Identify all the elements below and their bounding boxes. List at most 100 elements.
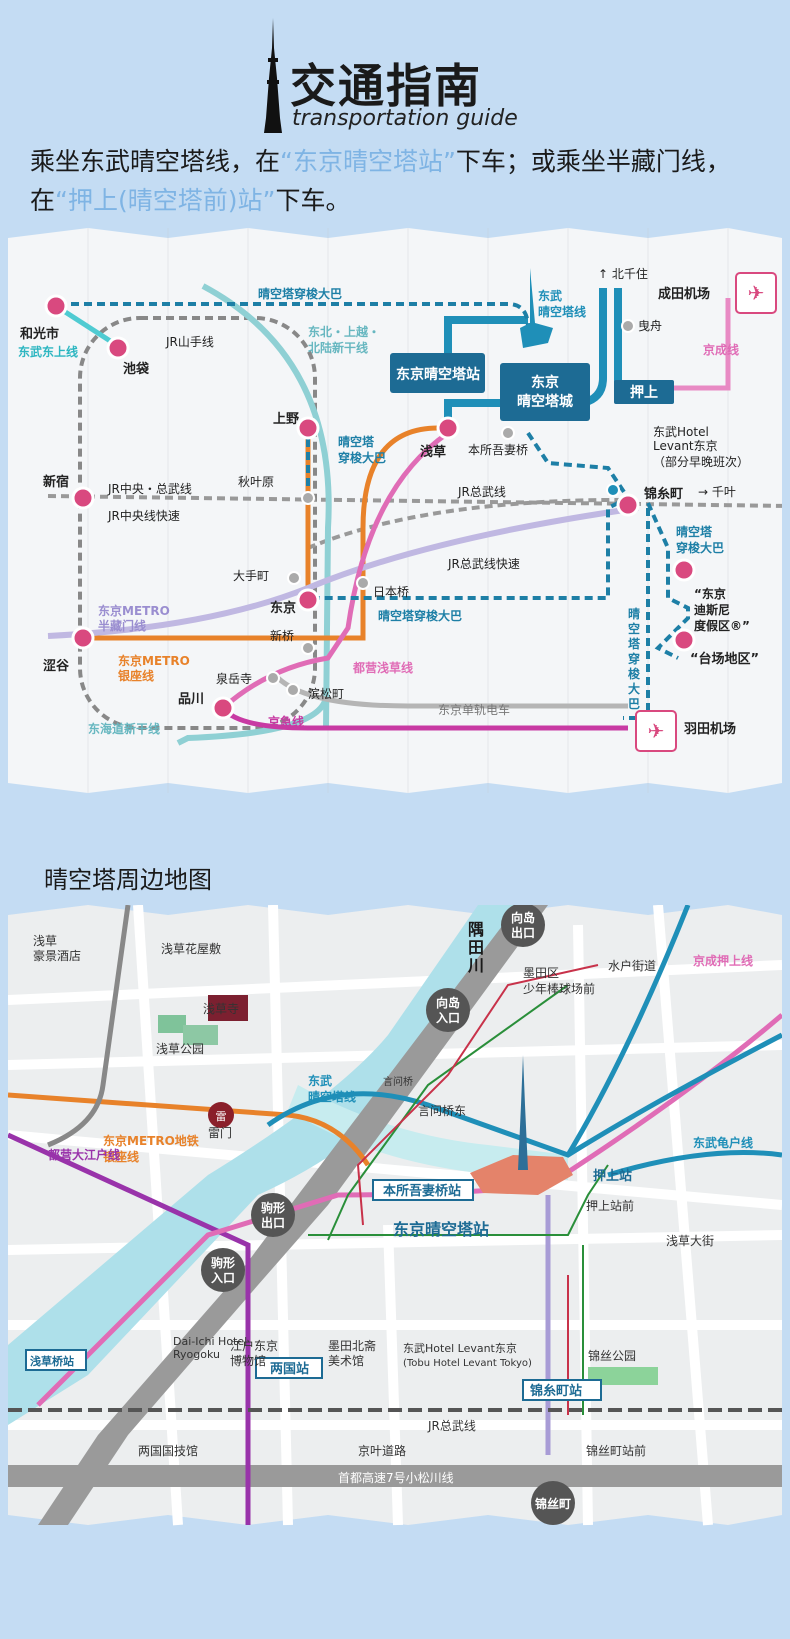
svg-text:✈: ✈ (648, 719, 665, 743)
svg-text:东京: 东京 (531, 374, 559, 391)
station-shinagawa[interactable] (211, 696, 235, 720)
skytree-tower (518, 1055, 528, 1170)
link-skytree-station[interactable]: “东京晴空塔站” (280, 147, 456, 176)
svg-text:✈: ✈ (748, 281, 765, 305)
svg-text:都营大江户线: 都营大江户线 (47, 1147, 120, 1162)
kinshicho-station-box[interactable] (522, 1379, 602, 1401)
station-odaiba[interactable] (672, 628, 696, 652)
skytree-icon (520, 268, 553, 348)
svg-text:锦丝町站前: 锦丝町站前 (586, 1443, 646, 1458)
svg-text:成田机场: 成田机场 (658, 286, 710, 302)
svg-text:巴: 巴 (628, 697, 640, 711)
svg-text:上野: 上野 (273, 412, 299, 427)
station-asakusa[interactable] (436, 416, 460, 440)
ryogoku-station-box[interactable] (255, 1357, 323, 1379)
svg-text:↑ 北千住: ↑ 北千住 (598, 267, 648, 281)
svg-text:东武: 东武 (538, 288, 562, 303)
svg-text:东武Hotel: 东武Hotel (653, 425, 709, 439)
svg-text:京成线: 京成线 (703, 342, 739, 357)
svg-text:晴空塔: 晴空塔 (676, 524, 713, 539)
jr-yamanote-line (78, 316, 317, 730)
link-oshiage-station[interactable]: “押上(晴空塔前)站” (55, 186, 276, 215)
svg-text:“东京: “东京 (694, 586, 726, 601)
shutoko-7 (8, 1465, 782, 1487)
station-disney[interactable] (672, 558, 696, 582)
svg-text:穿: 穿 (628, 651, 640, 666)
svg-text:→ 千叶: → 千叶 (698, 485, 736, 499)
svg-text:浅草桥站: 浅草桥站 (30, 1354, 74, 1368)
honjo-station-box[interactable] (372, 1179, 474, 1201)
area-map: 雷 向岛出口 向岛入口 驹形出口 驹形入口 锦丝町 本所吾妻桥站 锦糸町站 两国… (8, 905, 782, 1625)
svg-text:“台场地区”: “台场地区” (690, 651, 759, 667)
svg-text:东北・上越・: 东北・上越・ (308, 324, 380, 339)
skytree-tower-icon (264, 18, 282, 133)
svg-text:东京晴空塔站: 东京晴空塔站 (393, 1220, 489, 1239)
svg-text:两国国技馆: 两国国技馆 (138, 1443, 198, 1458)
transit-map-svg: 东京晴空塔站 东京 晴空塔城 押上 ✈ ✈ 和光市 池袋 新宿 涩谷 品川 上野… (8, 228, 782, 793)
svg-text:向岛: 向岛 (436, 995, 460, 1010)
svg-text:晴空塔线: 晴空塔线 (308, 1089, 356, 1104)
svg-text:少年棒球场前: 少年棒球场前 (523, 981, 595, 996)
svg-text:水户街道: 水户街道 (608, 958, 656, 973)
svg-text:秋叶原: 秋叶原 (238, 475, 274, 489)
toei-asakusa-line (221, 430, 450, 710)
svg-text:浅草寺: 浅草寺 (203, 1002, 239, 1016)
station-ikebukuro[interactable] (106, 336, 130, 360)
intro-text: 乘坐东武晴空塔线，在“东京晴空塔站”下车；或乘坐半藏门线，在“押上(晴空塔前)站… (30, 147, 731, 215)
svg-text:东京METRO: 东京METRO (118, 653, 190, 668)
svg-text:东京晴空塔站: 东京晴空塔站 (396, 366, 480, 383)
svg-text:迪斯尼: 迪斯尼 (694, 602, 730, 617)
svg-text:东武龟户线: 东武龟户线 (693, 1135, 753, 1150)
skytree-town-box[interactable] (500, 363, 590, 421)
svg-text:和光市: 和光市 (20, 326, 59, 342)
svg-text:东武: 东武 (308, 1073, 332, 1088)
skytree-station-box[interactable] (390, 353, 485, 393)
svg-text:田: 田 (468, 938, 484, 957)
narita-airport-icon[interactable] (735, 272, 777, 314)
svg-text:首都高速7号小松川线: 首都高速7号小松川线 (338, 1470, 454, 1485)
svg-text:锦丝町: 锦丝町 (535, 1496, 571, 1511)
svg-text:入口: 入口 (211, 1271, 235, 1285)
oshiage-box[interactable] (614, 380, 674, 404)
station-shinjuku[interactable] (71, 486, 95, 510)
svg-text:品川: 品川 (178, 692, 204, 707)
svg-text:泉岳寺: 泉岳寺 (216, 672, 252, 686)
svg-text:浅草公园: 浅草公园 (156, 1042, 204, 1056)
svg-text:新桥: 新桥 (270, 628, 294, 643)
svg-text:押上站前: 押上站前 (586, 1198, 634, 1213)
svg-text:(Tobu Hotel Levant Tokyo): (Tobu Hotel Levant Tokyo) (403, 1358, 532, 1369)
kaminarimon-icon[interactable] (208, 1102, 234, 1128)
station-wakoshi[interactable] (44, 294, 68, 318)
svg-text:浅草大街: 浅草大街 (666, 1234, 714, 1248)
svg-text:Levant东京: Levant东京 (653, 439, 718, 453)
svg-text:美术馆: 美术馆 (328, 1353, 364, 1368)
svg-text:都营浅草线: 都营浅草线 (352, 660, 413, 675)
tsukuba-express (47, 905, 131, 1148)
station-shibuya[interactable] (71, 626, 95, 650)
header: 交通指南 transportation guide 乘坐东武晴空塔线，在“东京晴… (0, 0, 790, 225)
tobu-tojo-line (54, 303, 120, 349)
svg-text:锦糸町: 锦糸町 (644, 486, 683, 502)
svg-text:晴空塔穿梭大巴: 晴空塔穿梭大巴 (378, 608, 462, 623)
station-tokyo[interactable] (296, 588, 320, 612)
svg-text:晴空塔穿梭大巴: 晴空塔穿梭大巴 (258, 286, 342, 301)
svg-text:JR山手线: JR山手线 (165, 335, 214, 349)
svg-text:JR中央线快速: JR中央线快速 (107, 508, 180, 523)
svg-text:北陆新干线: 北陆新干线 (308, 340, 368, 355)
svg-text:东武东上线: 东武东上线 (18, 344, 78, 359)
page-title: 交通指南 (290, 59, 482, 113)
svg-text:东武Hotel Levant东京: 东武Hotel Levant东京 (403, 1341, 517, 1355)
shuttle-bus-disney (646, 502, 690, 660)
sumida-river (8, 905, 528, 1425)
svg-text:川: 川 (467, 956, 484, 975)
transit-map: 东京晴空塔站 东京 晴空塔城 押上 ✈ ✈ 和光市 池袋 新宿 涩谷 品川 上野… (8, 228, 782, 793)
ginza-subway (8, 1092, 371, 1167)
station-ueno[interactable] (296, 416, 320, 440)
svg-text:JR总武线快速: JR总武线快速 (447, 557, 520, 571)
asakusabashi-box[interactable] (25, 1349, 87, 1371)
svg-text:京急线: 京急线 (268, 714, 304, 729)
station-kinshicho[interactable] (616, 493, 640, 517)
svg-text:穿梭大巴: 穿梭大巴 (676, 540, 724, 555)
haneda-airport-icon[interactable] (635, 710, 677, 752)
